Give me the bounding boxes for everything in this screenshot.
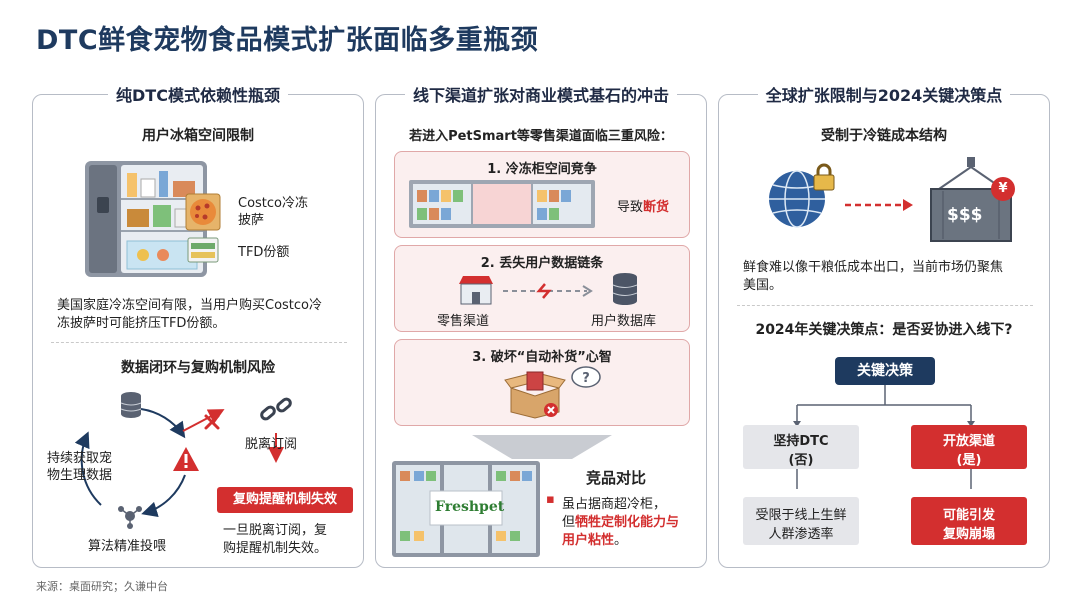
source-note: 来源：桌面研究；久谦中台: [36, 580, 168, 593]
comp-line2: 但牺牲定制化能力与: [562, 511, 679, 530]
unsubscribe-label: 脱离订阅: [245, 437, 298, 452]
result-open-channel: 可能引发 复购崩塌: [911, 497, 1027, 545]
svg-text:?: ?: [582, 371, 590, 386]
fail-desc-line1: 一旦脱离订阅，复: [223, 523, 328, 538]
cold-chain-desc-line1: 鲜食难以像干粮低成本出口，当前市场仍聚焦: [743, 260, 1004, 275]
cycle-diagram: [74, 408, 284, 518]
result-keep-dtc: 受限于线上生鲜 人群渗透率: [743, 497, 859, 545]
pizza-box-icon: [185, 193, 221, 231]
risk2-right-label: 用户数据库: [591, 314, 657, 329]
fridge-section-title: 用户冰箱空间限制: [142, 128, 254, 144]
risk1-title: 1. 冷冻柜空间竞争: [487, 162, 597, 177]
cold-chain-desc-line2: 美国。: [743, 278, 783, 293]
panel2-header: 线下渠道扩张对商业模式基石的冲击: [404, 86, 677, 105]
dashed-red-arrow: [845, 199, 913, 211]
fridge-desc-line1: 美国家庭冷冻空间有限，当用户购买Costco冷: [57, 298, 323, 313]
decision-section-title: 2024年关键决策点：是否妥协进入线下?: [755, 322, 1013, 338]
retail-freezer-icon: [392, 461, 540, 557]
cycle-bottom-label: 算法精准投喂: [88, 539, 167, 554]
cold-chain-title: 受制于冷链成本结构: [821, 128, 947, 144]
bullet-icon: ▪: [546, 492, 555, 507]
user-database-icon: [612, 273, 638, 305]
fail-desc-line2: 购提醒机制失效。: [223, 541, 328, 556]
store-icon: [459, 276, 493, 305]
globe-icon: [769, 170, 825, 228]
question-bubble-icon: ?: [571, 366, 601, 388]
funnel-arrow: [472, 435, 612, 459]
panel-global-expansion: 全球扩张限制与2024关键决策点 受制于冷链成本结构 $$$ ¥ 鲜食难以像干粮…: [718, 86, 1050, 568]
fail-badge: 复购提醒机制失效: [217, 487, 353, 513]
open-box-icon: [504, 371, 566, 419]
panel-dtc-dependency: 纯DTC模式依赖性瓶颈 用户冰箱空间限制 Costco冷冻 披萨 TFD份额 美…: [32, 86, 364, 568]
risk3-title: 3. 破坏“自动补货”心智: [472, 350, 612, 365]
dashed-broken-arrow: [503, 283, 593, 299]
freezer-shelf-icon: [409, 180, 595, 228]
comp-line3: 用户粘性。: [562, 529, 627, 548]
divider: [51, 342, 347, 343]
divider: [737, 305, 1033, 306]
tfd-package-icon: [187, 237, 219, 263]
risk2-left-label: 零售渠道: [437, 314, 490, 329]
panel1-header: 纯DTC模式依赖性瓶颈: [108, 86, 288, 105]
price-symbols: $$$: [947, 205, 983, 225]
risk-box-data-chain: 2. 丢失用户数据链条 零售渠道 用户数据库: [394, 245, 690, 332]
database-icon: [120, 392, 142, 418]
panel-offline-impact: 线下渠道扩张对商业模式基石的冲击 若进入PetSmart等零售渠道面临三重风险：…: [375, 86, 707, 568]
risk1-result-lead: 导致: [617, 200, 644, 215]
risk-intro: 若进入PetSmart等零售渠道面临三重风险：: [409, 129, 673, 144]
comp-line2-lead: 但: [562, 515, 576, 530]
result-keep-dtc-line1: 受限于线上生鲜: [755, 508, 847, 523]
label-tfd: TFD份额: [238, 245, 290, 260]
close-x-icon: [204, 414, 220, 430]
comp-line3-red: 用户粘性: [562, 533, 615, 548]
result-open-channel-line2: 复购崩塌: [942, 527, 995, 542]
risk1-result: 导致断货: [617, 196, 669, 215]
shipping-container-icon: [930, 157, 1012, 242]
option-open-channel: 开放渠道 (是): [911, 425, 1027, 469]
label-costco-line2: 披萨: [238, 213, 265, 228]
decision-tree-lines: [793, 385, 975, 489]
competitor-title: 竞品对比: [586, 469, 647, 487]
risk-box-freezer: 1. 冷冻柜空间竞争 导致断货: [394, 151, 690, 238]
result-open-channel-line1: 可能引发: [942, 508, 995, 523]
risk-box-auto-replenish: 3. 破坏“自动补货”心智 ?: [394, 339, 690, 426]
yen-coin-icon: ¥: [991, 177, 1015, 201]
comp-line3-end: 。: [614, 533, 628, 548]
broken-link-icon: [260, 397, 292, 421]
comp-line1: 虽占据商超冷柜，: [562, 497, 667, 512]
comp-line2-red: 牺牲定制化能力与: [575, 515, 680, 530]
label-costco-line1: Costco冷冻: [238, 196, 309, 211]
data-loop-section-title: 数据闭环与复购机制风险: [121, 360, 275, 376]
option-keep-dtc-line2: (否): [788, 453, 814, 468]
risk2-title: 2. 丢失用户数据链条: [480, 256, 604, 271]
user-network-icon: [118, 506, 142, 529]
lock-icon: [813, 163, 835, 191]
risk1-result-red: 断货: [643, 200, 670, 215]
page-title: DTC鲜食宠物食品模式扩张面临多重瓶颈: [36, 25, 539, 56]
cycle-left-line2: 物生理数据: [47, 468, 113, 483]
warning-icon: [173, 447, 199, 471]
panel3-header: 全球扩张限制与2024关键决策点: [757, 86, 1011, 105]
fridge-icon: [85, 161, 207, 277]
option-keep-dtc: 坚持DTC (否): [743, 425, 859, 469]
freshpet-logo: Freshpet: [435, 499, 505, 515]
option-open-channel-line2: (是): [956, 453, 982, 468]
result-keep-dtc-line2: 人群渗透率: [768, 527, 834, 542]
cycle-left-line1: 持续获取宠: [47, 451, 113, 466]
option-open-channel-line1: 开放渠道: [942, 434, 995, 449]
fridge-desc-line2: 冻披萨时可能挤压TFD份额。: [57, 316, 226, 331]
key-decision-box: 关键决策: [835, 357, 935, 385]
option-keep-dtc-line1: 坚持DTC: [773, 434, 829, 449]
